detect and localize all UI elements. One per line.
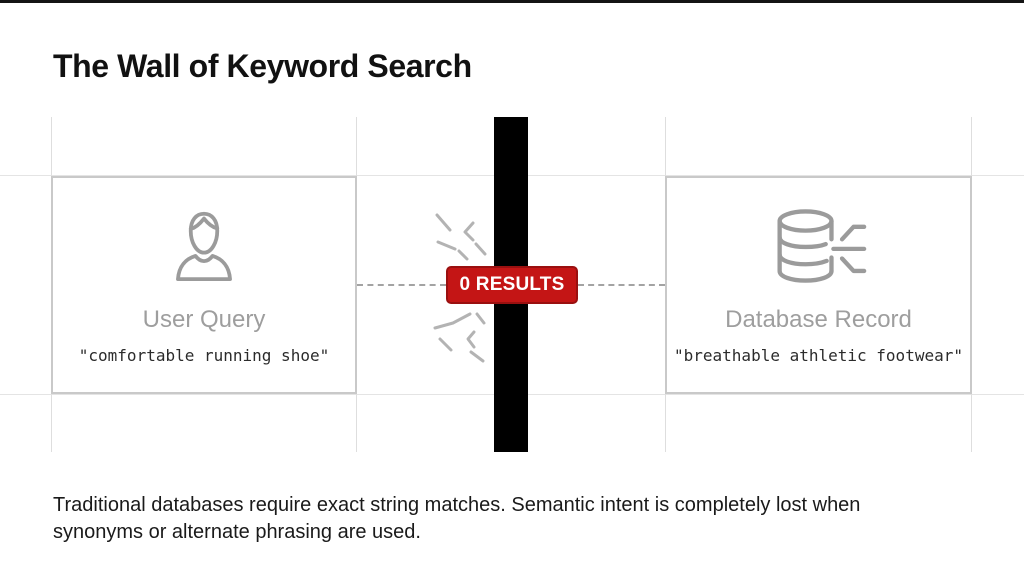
database-icon xyxy=(771,202,867,290)
database-record-label: Database Record xyxy=(725,306,912,333)
zero-results-badge-label: 0 RESULTS xyxy=(459,274,565,295)
zero-results-badge: 0 RESULTS xyxy=(446,266,578,304)
top-edge-bar xyxy=(0,0,1024,3)
impact-cracks-icon xyxy=(433,213,487,363)
user-query-label: User Query xyxy=(142,306,266,333)
database-record-text: "breathable athletic footwear" xyxy=(674,346,963,365)
slide-caption: Traditional databases require exact stri… xyxy=(53,494,861,543)
user-query-text: "comfortable running shoe" xyxy=(78,346,330,365)
user-query-card: User Query "comfortable running shoe" xyxy=(51,176,357,394)
page-title: The Wall of Keyword Search xyxy=(53,48,472,84)
connector-dashed-right xyxy=(578,284,665,286)
connector-dashed-left xyxy=(357,284,446,286)
user-icon xyxy=(168,202,240,290)
database-record-card: Database Record "breathable athletic foo… xyxy=(665,176,972,394)
